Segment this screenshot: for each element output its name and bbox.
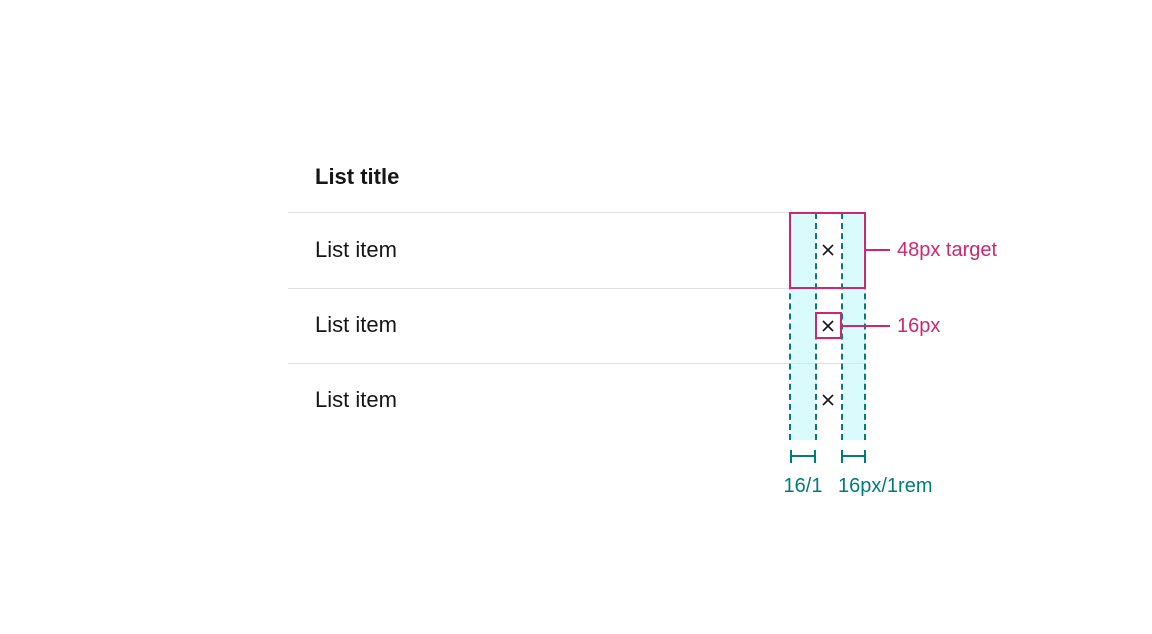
- padding-highlight-strip-left: [791, 213, 815, 440]
- icon-size-callout: 16px: [897, 315, 941, 337]
- list-divider: [288, 363, 866, 364]
- list-item-label: List item: [315, 312, 397, 337]
- target-size-callout: 48px target: [897, 239, 998, 261]
- close-icon: [820, 392, 836, 408]
- spacing-guide-line: [789, 213, 791, 440]
- measure-label-left: 16/1: [783, 475, 823, 497]
- measure-bracket-right: [841, 450, 866, 463]
- callout-connector-line: [842, 325, 890, 327]
- callout-connector-line: [866, 249, 890, 251]
- close-icon: [820, 318, 836, 334]
- list-divider: [288, 288, 866, 289]
- measure-label-right: 16px/1rem: [838, 475, 933, 497]
- close-icon: [820, 242, 836, 258]
- close-button[interactable]: [820, 392, 836, 408]
- list-item-label: List item: [315, 387, 397, 412]
- close-button[interactable]: [820, 318, 836, 334]
- measure-bracket-left: [790, 450, 816, 463]
- list-divider: [288, 212, 866, 213]
- close-button[interactable]: [820, 242, 836, 258]
- list-title: List title: [315, 164, 400, 189]
- icon-16px-box: [815, 312, 842, 339]
- touch-target-48px-box: [789, 212, 866, 289]
- list-item-label: List item: [315, 237, 397, 262]
